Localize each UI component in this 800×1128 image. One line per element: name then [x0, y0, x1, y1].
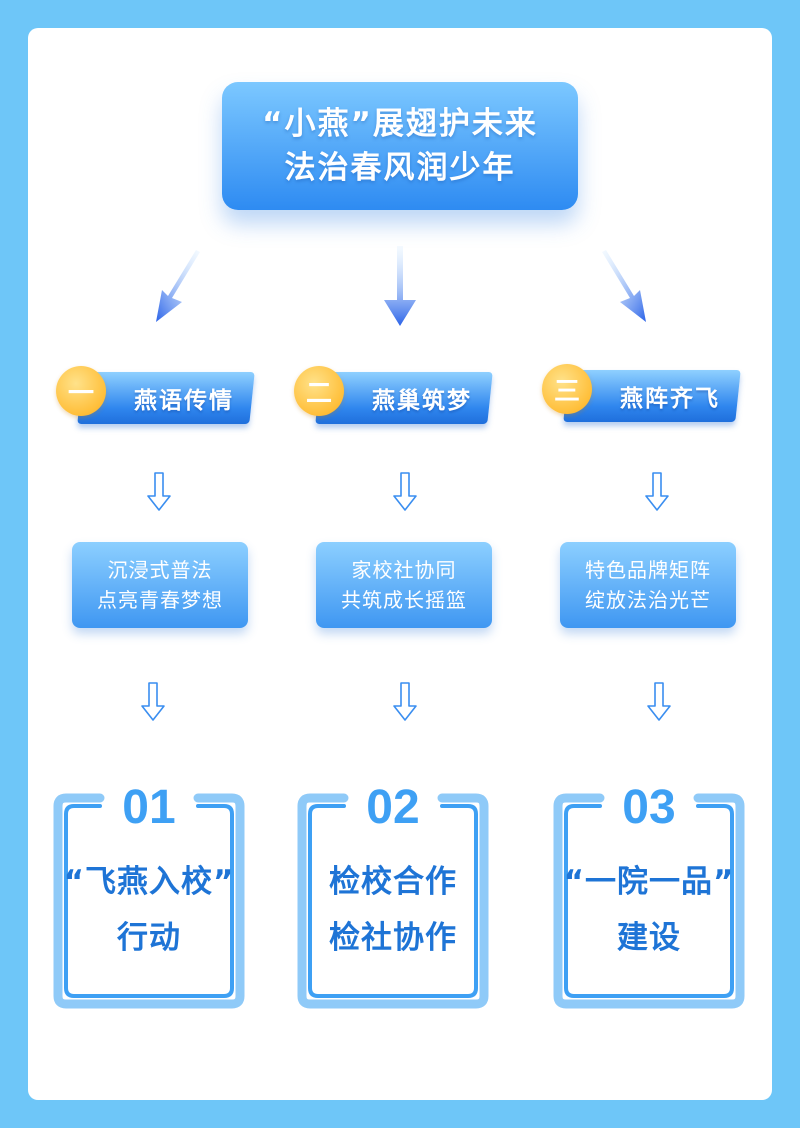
card-frame: [553, 793, 745, 1009]
small-down-arrow-icon: [647, 682, 671, 721]
result-card-3: 03 “一院一品” 建设: [552, 781, 746, 1012]
description-line-1: 沉浸式普法: [107, 558, 213, 582]
description-line-1: 家校社协同: [351, 558, 457, 582]
title-line-2: 法治春风润少年: [284, 150, 516, 186]
number-badge: 一: [56, 366, 106, 416]
description-line-2: 绽放法治光芒: [585, 588, 711, 612]
small-down-arrow-icon: [147, 472, 171, 511]
arrow-right-icon: [602, 250, 646, 322]
small-down-arrow-icon: [645, 472, 669, 511]
description-box-1: 沉浸式普法 点亮青春梦想: [72, 542, 248, 628]
arrow-left-icon: [156, 250, 200, 322]
description-box-2: 家校社协同 共筑成长摇篮: [316, 542, 492, 628]
small-down-arrow-icon: [393, 472, 417, 511]
heading-label: 燕语传情: [134, 388, 234, 414]
heading-pill-1: 一 燕语传情: [56, 366, 256, 430]
arrow-down-icon: [384, 246, 416, 326]
card-number: 03: [622, 781, 676, 834]
heading-pill-2: 二 燕巢筑梦: [294, 366, 494, 430]
heading-label: 燕阵齐飞: [620, 386, 720, 412]
description-box-3: 特色品牌矩阵 绽放法治光芒: [560, 542, 736, 628]
card-line-1: 检校合作: [329, 864, 457, 900]
main-title-box: “小燕”展翅护未来 法治春风润少年: [222, 82, 578, 210]
card-frame: [53, 793, 245, 1009]
number-badge: 三: [542, 364, 592, 414]
number-badge: 二: [294, 366, 344, 416]
card-line-1: “一院一品”: [563, 864, 735, 900]
description-line-2: 共筑成长摇篮: [341, 588, 467, 612]
title-line-1: “小燕”展翅护未来: [262, 106, 538, 142]
heading-pill-3: 三 燕阵齐飞: [542, 364, 742, 428]
result-card-1: 01 “飞燕入校” 行动: [52, 781, 246, 1012]
description-line-1: 特色品牌矩阵: [585, 558, 711, 582]
small-down-arrow-icon: [141, 682, 165, 721]
card-line-2: 建设: [617, 920, 681, 956]
card-line-1: “飞燕入校”: [63, 864, 235, 900]
heading-label: 燕巢筑梦: [372, 388, 472, 414]
description-line-2: 点亮青春梦想: [97, 588, 223, 612]
card-line-2: 检社协作: [329, 920, 457, 956]
card-number: 02: [366, 781, 420, 834]
result-card-2: 02 检校合作 检社协作: [296, 781, 490, 1012]
card-line-2: 行动: [117, 920, 181, 956]
small-down-arrow-icon: [393, 682, 417, 721]
card-number: 01: [122, 781, 176, 834]
card-frame: [297, 793, 489, 1009]
